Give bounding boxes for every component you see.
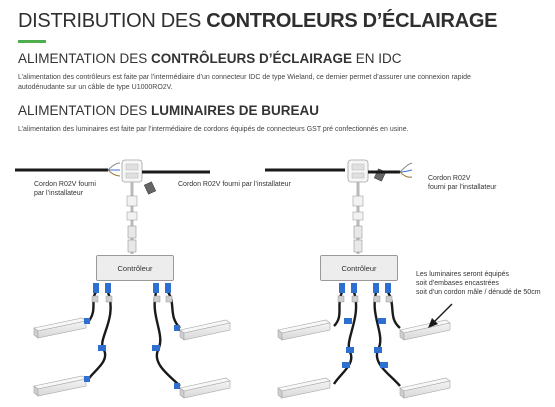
controller-box-right: Contrôleur	[320, 255, 398, 281]
right-output-cable	[368, 162, 413, 178]
left-luminaire-bottom-left	[33, 375, 87, 397]
right-vertical-connector	[352, 182, 364, 254]
right-idc-connector	[347, 159, 369, 183]
right-gst-connectors	[337, 283, 393, 368]
left-idc-connector	[121, 159, 143, 183]
left-luminaire-top-left	[33, 317, 87, 339]
right-luminaire-bottom-left	[277, 377, 331, 399]
section-text-luminaires: L’alimentation des luminaires est faite …	[18, 126, 409, 133]
title-accent-bar	[18, 40, 46, 43]
left-gst-cables	[86, 291, 181, 387]
left-small-connector	[143, 181, 157, 195]
right-gst-cables	[332, 291, 401, 387]
left-luminaire-top-right	[179, 319, 231, 341]
left-vertical-connector	[126, 182, 138, 254]
left-gst-connectors	[84, 283, 180, 389]
section-title-luminaires: ALIMENTATION DES LUMINAIRES DE BUREAU	[18, 103, 320, 118]
section-title-controleurs: ALIMENTATION DES CONTRÔLEURS D’ÉCLAIRAGE…	[18, 51, 402, 66]
left-supply-cable	[15, 162, 121, 177]
section-text-controleurs: L’alimentation des contrôleurs est faite…	[18, 74, 471, 91]
right-luminaire-bottom-right	[399, 377, 451, 399]
right-luminaire-top-right	[399, 319, 451, 341]
note-arrow	[428, 303, 453, 328]
controller-box-left: Contrôleur	[96, 255, 174, 281]
page-title: DISTRIBUTION DES CONTROLEURS D’ÉCLAIRAGE	[18, 10, 498, 32]
left-luminaire-bottom-right	[179, 377, 231, 399]
label-cordon-mid: Cordon R02V fourni par l’installateur	[178, 181, 291, 188]
right-luminaire-top-left	[277, 319, 331, 341]
